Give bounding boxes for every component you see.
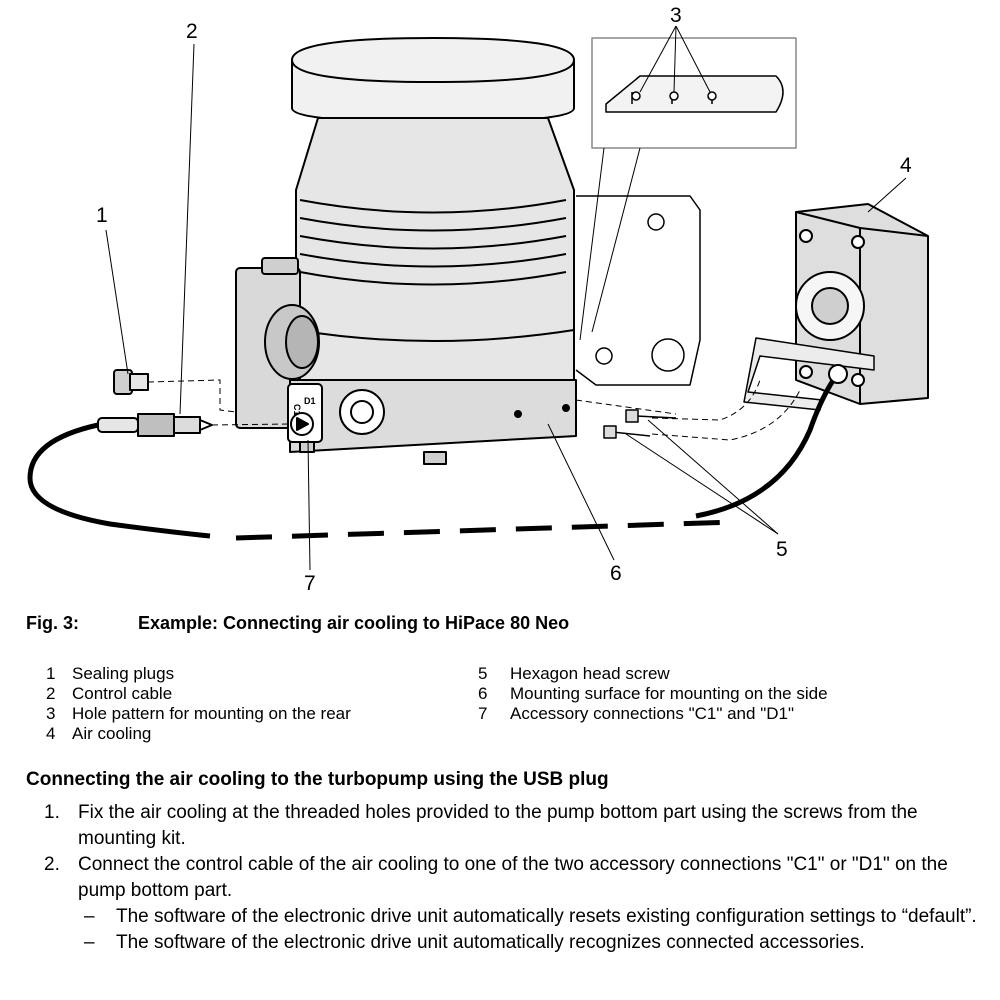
drive-unit-top bbox=[261, 257, 299, 275]
result-text: The software of the electronic drive uni… bbox=[116, 906, 977, 927]
knob bbox=[264, 304, 320, 380]
result-item: – The software of the electronic drive u… bbox=[84, 904, 984, 930]
legend-item: 6 Mounting surface for mounting on the si… bbox=[478, 684, 828, 704]
technical-drawing: C1 D1 1 2 3 4 5 6 7 bbox=[27, 4, 929, 595]
instruction-list: 1. Fix the air cooling at the threaded h… bbox=[44, 800, 984, 956]
rear-mounting-frame bbox=[575, 195, 701, 386]
hexagon-head-screws bbox=[603, 409, 677, 439]
callout-3: 3 bbox=[670, 4, 682, 27]
accessory-connections bbox=[287, 383, 323, 443]
pump-bottom-part bbox=[289, 379, 577, 465]
result-dash: – bbox=[84, 932, 95, 953]
legend-text: Hexagon head screw bbox=[510, 664, 670, 683]
legend-item: 5 Hexagon head screw bbox=[478, 664, 828, 684]
result-dash: – bbox=[84, 906, 95, 927]
legend-item: 2 Control cable bbox=[46, 684, 351, 704]
legend-item: 4 Air cooling bbox=[46, 724, 351, 744]
result-text: The software of the electronic drive uni… bbox=[116, 932, 865, 953]
legend-item: 1 Sealing plugs bbox=[46, 664, 351, 684]
leader-lines bbox=[105, 25, 907, 571]
legend-item: 3 Hole pattern for mounting on the rear bbox=[46, 704, 351, 724]
legend-num: 7 bbox=[478, 704, 488, 723]
legend-num: 6 bbox=[478, 684, 488, 703]
legend-num: 4 bbox=[46, 724, 56, 743]
step-number: 1. bbox=[44, 802, 60, 823]
pump-flange bbox=[291, 37, 575, 123]
callout-4: 4 bbox=[900, 154, 912, 177]
caption-text: Example: Connecting air cooling to HiPac… bbox=[138, 613, 570, 633]
callout-1: 1 bbox=[96, 204, 108, 227]
step-number: 2. bbox=[44, 854, 60, 875]
callout-6: 6 bbox=[610, 562, 622, 585]
pump-body bbox=[295, 117, 575, 381]
figure-caption: Fig. 3: Example: Connecting air cooling … bbox=[26, 613, 569, 634]
step-item: 1. Fix the air cooling at the threaded h… bbox=[44, 800, 984, 852]
mounting-bracket bbox=[743, 337, 875, 411]
result-item: – The software of the electronic drive u… bbox=[84, 930, 984, 956]
sealing-plug bbox=[113, 369, 149, 395]
legend-num: 2 bbox=[46, 684, 56, 703]
port-label-c1: C1 bbox=[292, 404, 302, 416]
legend-text: Air cooling bbox=[72, 724, 152, 743]
air-cooling-unit bbox=[795, 203, 929, 405]
step-text: Fix the air cooling at the threaded hole… bbox=[78, 802, 918, 849]
legend-num: 5 bbox=[478, 664, 488, 683]
legend-right: 5 Hexagon head screw 6 Mounting surface fo… bbox=[478, 664, 828, 724]
step-text: Connect the control cable of the air coo… bbox=[78, 854, 948, 901]
caption-label: Fig. 3: bbox=[26, 613, 79, 633]
legend-text: Sealing plugs bbox=[72, 664, 175, 683]
legend-text: Accessory connections "C1" and "D1" bbox=[510, 704, 794, 723]
control-cable-plug bbox=[97, 413, 213, 437]
legend-num: 3 bbox=[46, 704, 56, 723]
legend-text: Control cable bbox=[72, 684, 173, 703]
cable-gland bbox=[828, 364, 848, 384]
section-heading: Connecting the air cooling to the turbop… bbox=[26, 769, 609, 790]
callout-2: 2 bbox=[186, 20, 198, 43]
step-item: 2. Connect the control cable of the air … bbox=[44, 852, 984, 904]
assembly-lines bbox=[147, 379, 801, 441]
legend-item: 7 Accessory connections "C1" and "D1" bbox=[478, 704, 828, 724]
port-label-d1: D1 bbox=[304, 396, 316, 406]
hole-pattern-inset bbox=[579, 37, 797, 341]
legend-num: 1 bbox=[46, 664, 56, 683]
legend-left: 1 Sealing plugs 2 Control cable 3 Hole patt… bbox=[46, 664, 351, 744]
callout-7: 7 bbox=[304, 572, 316, 595]
legend-text: Mounting surface for mounting on the sid… bbox=[510, 684, 828, 703]
legend-text: Hole pattern for mounting on the rear bbox=[72, 704, 351, 723]
callout-5: 5 bbox=[776, 538, 788, 561]
